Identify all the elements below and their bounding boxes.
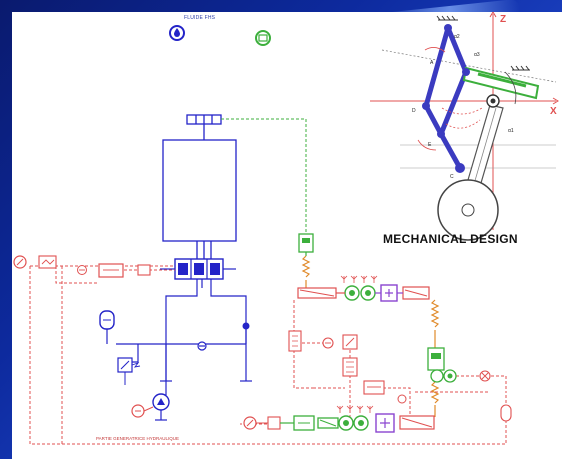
green-valve-top	[298, 233, 314, 256]
control-box-red	[98, 263, 151, 278]
drive-line-upper	[297, 275, 430, 302]
pressure-gauge-left	[13, 255, 27, 269]
spring-right	[430, 299, 440, 417]
svg-text:α1: α1	[508, 128, 514, 134]
svg-text:α2: α2	[454, 34, 460, 40]
x-axis-label: X	[550, 106, 557, 117]
hydraulic-lines-blue	[116, 279, 252, 395]
z-axis-label: Z	[500, 14, 506, 25]
legend-label: FLUIDE FHS	[184, 15, 216, 21]
directional-valve	[160, 258, 236, 280]
svg-text:E: E	[428, 142, 432, 148]
svg-text:α3: α3	[474, 52, 480, 58]
filter-symbol	[38, 255, 57, 269]
check-valve	[197, 322, 250, 351]
legend-green-fluid-icon	[255, 30, 271, 46]
hydraulic-part-label: PARTIE GENERATRICE HYDRAULIQUE	[96, 436, 180, 441]
svg-text:A: A	[430, 60, 434, 66]
mechanical-design-figure: α2 α3 α1 A D E C	[370, 12, 559, 241]
diagram-panel: α2 α3 α1 A D E C Z X	[12, 12, 562, 459]
drive-line-lower	[243, 405, 435, 433]
legend-blue-fluid-icon	[169, 25, 185, 41]
green-return-lines	[221, 118, 307, 234]
spring-actuator	[301, 255, 311, 288]
green-valve-right	[427, 347, 512, 422]
svg-text:D: D	[412, 108, 416, 114]
reservoir-group	[162, 114, 237, 259]
hydraulic-pump	[131, 393, 170, 421]
mechanical-design-caption: MECHANICAL DESIGN	[383, 232, 518, 246]
green-actuator-arm	[462, 66, 540, 100]
accumulator	[99, 310, 115, 344]
hydraulic-schematic: α2 α3 α1 A D E C Z X	[13, 12, 559, 445]
middle-red-components	[288, 330, 407, 404]
relief-valve	[117, 357, 141, 385]
svg-text:C: C	[450, 174, 454, 180]
orifice-symbol	[77, 265, 87, 275]
